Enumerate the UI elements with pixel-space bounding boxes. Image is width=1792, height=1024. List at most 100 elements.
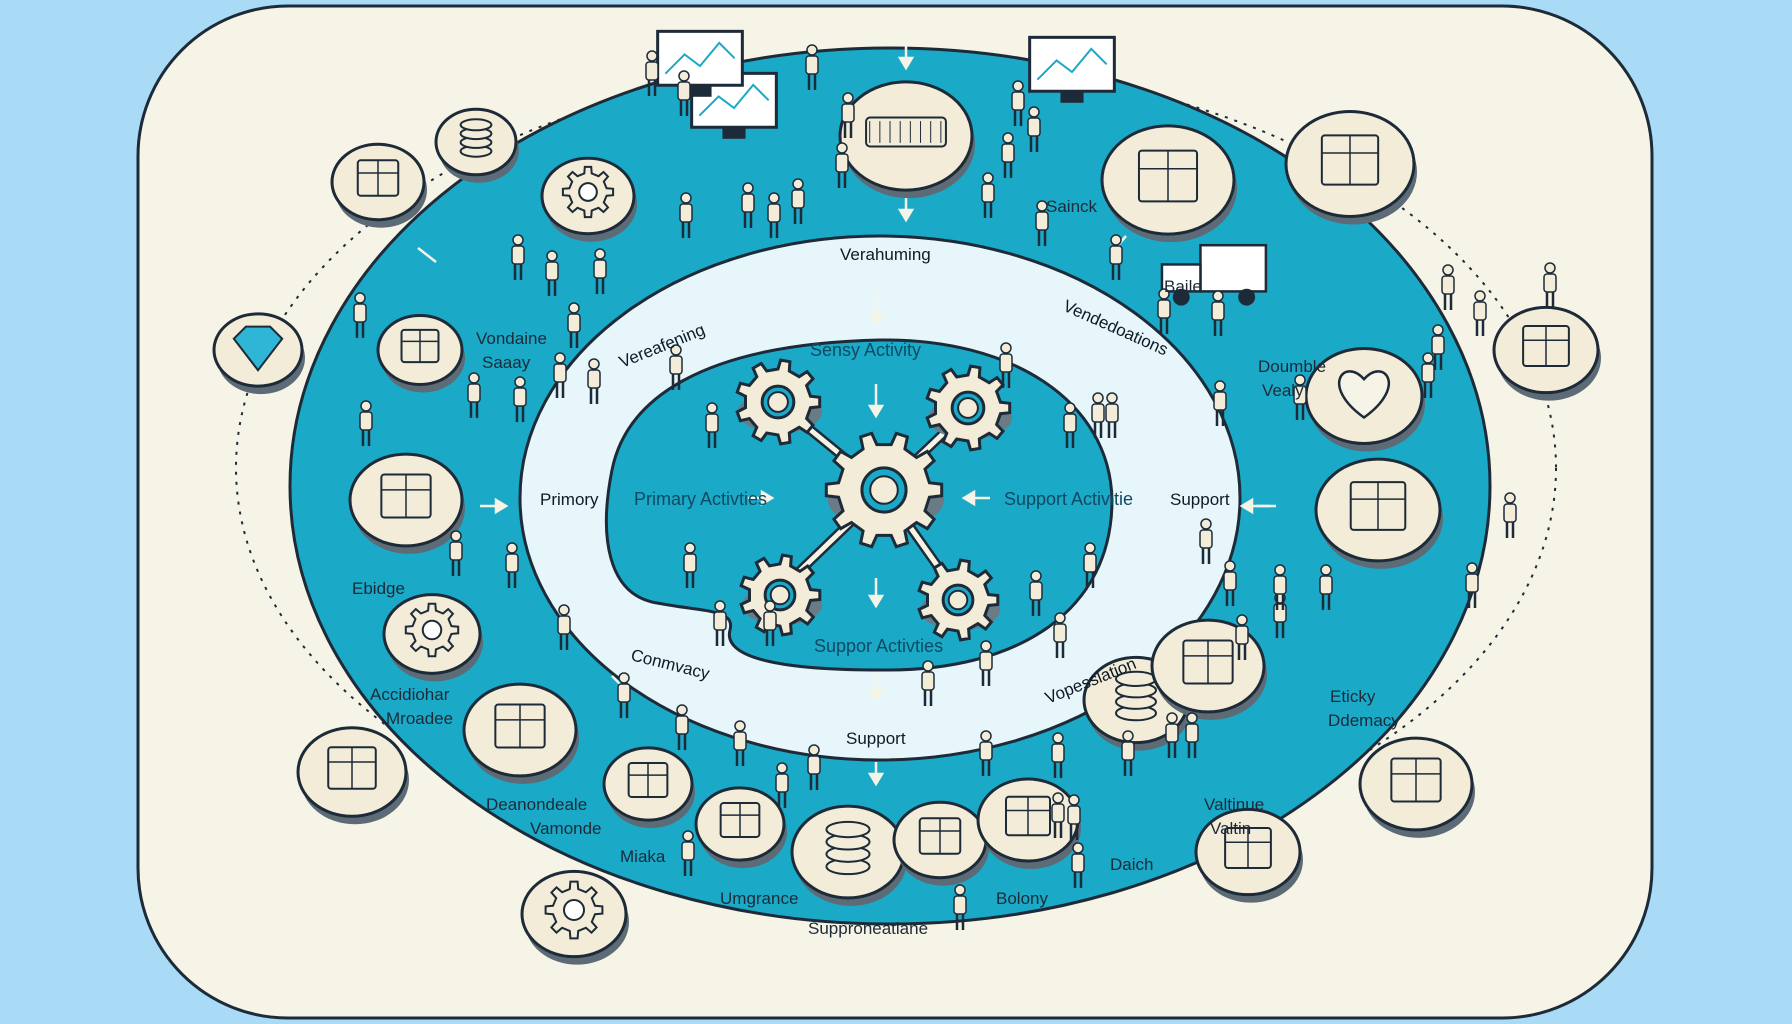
person-figure [713,600,727,646]
person-figure [567,302,581,348]
person-figure [1083,542,1097,588]
inventory-icon [1314,457,1443,569]
person-figure [353,292,367,338]
outer-label-valtin: Valtin [1210,819,1251,838]
person-figure [1051,792,1065,838]
person-figure [617,672,631,718]
person-figure [741,182,755,228]
person-figure [359,400,373,446]
gear-top-right [925,364,1012,452]
key-icon [892,800,989,886]
tray-icon [1492,305,1601,401]
person-figure [681,830,695,876]
outer-label-accidiohar: Accidiohar [370,685,450,704]
person-figure [979,730,993,776]
person-figure [1053,612,1067,658]
person-figure [921,660,935,706]
person-figure [1121,730,1135,776]
person-figure [775,762,789,808]
warehouse-icon [348,452,465,554]
person-figure [733,720,747,766]
person-figure [953,884,967,930]
keyboard-icon [838,80,975,199]
outer-label-doumble: Doumble [1258,357,1326,376]
inner-label-sensy: Sensy Activity [810,340,921,360]
outer-label-eticky: Eticky [1330,687,1376,706]
person-figure [1235,614,1249,660]
person-figure [677,70,691,116]
boxes-icon [1100,124,1237,243]
person-figure [979,640,993,686]
person-figure [679,192,693,238]
handshake-icon [694,786,787,869]
person-figure [807,744,821,790]
person-figure [1273,564,1287,610]
person-figure [1431,324,1445,370]
chart-monitor-icon [656,29,744,97]
person-figure [1473,290,1487,336]
person-figure [805,44,819,90]
person-figure [1035,200,1049,246]
people-layer [353,44,1557,930]
person-figure [1063,402,1077,448]
person-figure [1001,132,1015,178]
ring-label-primory: Primory [540,490,599,509]
inner-labels: Primary Activties Sensy Activity Support… [634,340,1133,656]
person-figure [683,542,697,588]
crate-icon [296,726,409,825]
outer-label-daich: Daich [1110,855,1153,874]
flow-arrows [417,38,1276,787]
person-figure [505,542,519,588]
person-figure [835,142,849,188]
diamond-icon [212,312,305,395]
person-figure [513,376,527,422]
gears-layer [735,358,1012,642]
person-figure [511,234,525,280]
inner-label-primary: Primary Activties [634,489,767,509]
outer-label-vamonde: Vamonde [530,819,602,838]
person-figure [645,50,659,96]
person-figure [1185,712,1199,758]
outer-label-bolony: Bolony [996,889,1048,908]
ring-label-support-right: Support [1170,490,1230,509]
gears-icon [520,869,629,965]
person-figure [763,600,777,646]
seesaw-icon [376,314,465,393]
person-figure [1067,794,1081,840]
ring-label-support-bottom: Support [846,729,906,748]
person-figure [545,250,559,296]
person-figure [557,604,571,650]
heart-icon [1304,346,1425,452]
person-figure [1223,560,1237,606]
outer-labels: Sainck Baile Doumble Vealy Vondaine Saaa… [352,197,1400,938]
person-figure [767,192,781,238]
person-figure [593,248,607,294]
person-figure [1441,264,1455,310]
document-stack-icon [1194,807,1303,903]
person-figure [1165,712,1179,758]
person-figure [1199,518,1213,564]
person-figure [587,358,601,404]
person-figure [1157,288,1171,334]
outer-label-umgrance: Umgrance [720,889,798,908]
person-figure [1051,732,1065,778]
person-figure [791,178,805,224]
building-icon [1358,736,1475,838]
outer-label-ddemacy: Ddemacy [1328,711,1400,730]
gear-wheel-icon [540,156,637,242]
outer-label-valtinue: Valtinue [1204,795,1264,814]
outer-label-miaka: Miaka [620,847,666,866]
person-figure [1421,352,1435,398]
outer-label-vondaine: Vondaine [476,329,547,348]
outer-label-sainck: Sainck [1046,197,1098,216]
ring-label-verahuming: Verahuming [840,245,931,264]
person-figure [999,342,1013,388]
person-figure [1465,562,1479,608]
inner-label-support: Support Activitie [1004,489,1133,509]
person-figure [1071,842,1085,888]
outer-label-ebidge: Ebidge [352,579,405,598]
cup-icon [790,804,907,906]
gear-bottom-left [739,553,822,637]
person-figure [1091,392,1105,438]
